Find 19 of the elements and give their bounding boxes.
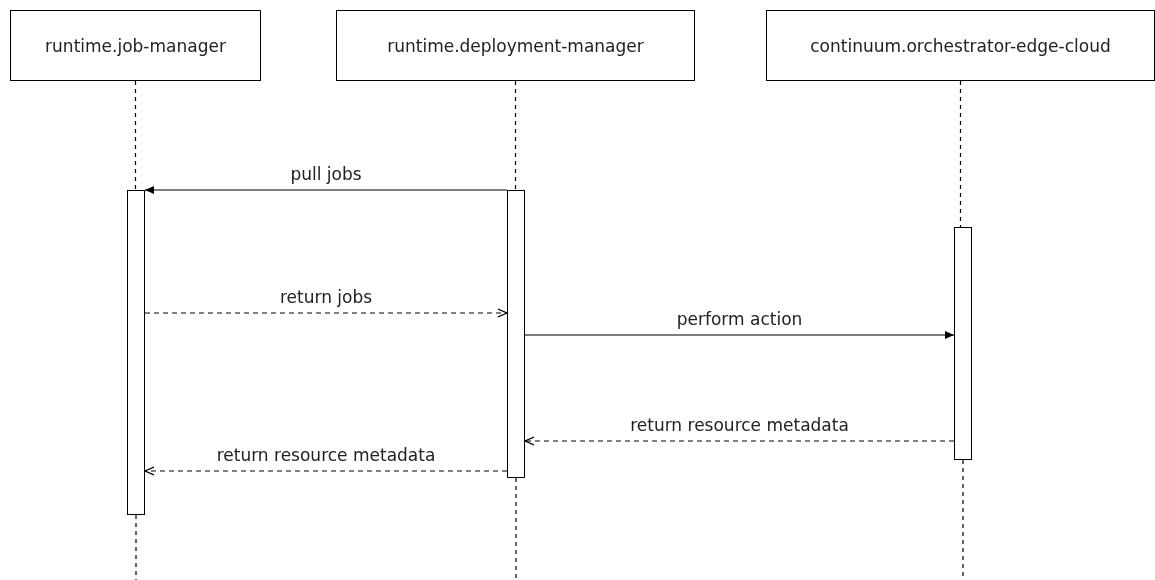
message-arrow	[144, 186, 508, 194]
activation-bar	[507, 190, 525, 478]
participant-box	[336, 10, 695, 81]
participant-name: runtime.job-manager	[45, 35, 226, 56]
lifeline	[515, 477, 517, 580]
participant-name: continuum.orchestrator-edge-cloud	[810, 35, 1111, 56]
participant-box	[766, 10, 1155, 81]
participant-box	[10, 10, 261, 81]
participant-name: runtime.deployment-manager	[387, 35, 644, 56]
activation-bar	[127, 190, 145, 515]
lifeline	[514, 80, 517, 191]
return-message-arrow	[144, 466, 508, 476]
return-message-arrow	[144, 308, 508, 318]
lifeline	[134, 80, 137, 191]
lifeline	[135, 514, 137, 580]
return-message-arrow	[524, 436, 955, 446]
activation-bar	[954, 227, 972, 460]
lifeline	[959, 80, 962, 228]
message-arrow	[524, 331, 955, 339]
